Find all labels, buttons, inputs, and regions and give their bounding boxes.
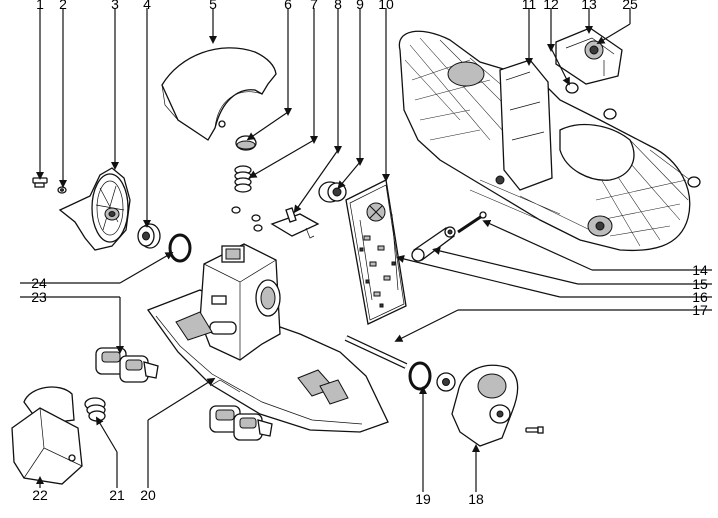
- part-small-screw-8: [231, 206, 261, 222]
- part-rod-17: [344, 335, 408, 369]
- label-part-25: 25: [622, 0, 638, 12]
- leader-lines: [20, 8, 712, 492]
- label-part-21: 21: [109, 487, 125, 503]
- part-wheel-cap-3: [58, 167, 131, 251]
- label-part-17: 17: [692, 302, 708, 318]
- part-button-pair-lower: [209, 405, 273, 441]
- label-part-22: 22: [32, 487, 48, 503]
- part-bushing-near-18: [436, 372, 456, 392]
- part-bushing-4: [137, 223, 161, 249]
- part-front-housing-20: [146, 224, 389, 433]
- part-wheel-cap-18: [451, 364, 544, 447]
- part-pin-14: [457, 211, 487, 234]
- label-part-19: 19: [415, 491, 431, 507]
- label-part-9: 9: [356, 0, 364, 12]
- label-part-7: 7: [310, 0, 318, 12]
- part-snap-ring-19: [408, 361, 432, 391]
- label-part-24: 24: [31, 275, 47, 291]
- part-bracket-9: [270, 207, 320, 239]
- label-part-3: 3: [111, 0, 119, 12]
- label-part-11: 11: [521, 0, 537, 12]
- label-part-2: 2: [59, 0, 67, 12]
- label-part-15: 15: [692, 276, 708, 292]
- part-spring-21: [84, 397, 106, 422]
- label-part-14: 14: [692, 262, 708, 278]
- part-circuit-board-16: [345, 179, 407, 325]
- part-screw-1: [32, 177, 48, 188]
- part-snap-ring-24: [168, 233, 192, 263]
- part-spring-7: [234, 165, 252, 193]
- label-part-16: 16: [692, 289, 708, 305]
- label-part-13: 13: [581, 0, 597, 12]
- part-gear-25: [584, 40, 604, 60]
- label-part-18: 18: [468, 491, 484, 507]
- part-cover-5: [161, 47, 277, 141]
- part-actuator-15: [411, 226, 456, 262]
- label-part-4: 4: [143, 0, 151, 12]
- label-part-5: 5: [209, 0, 217, 12]
- part-button-6: [235, 135, 257, 151]
- part-handle-housing-11: [398, 30, 691, 252]
- part-latch-22: [11, 386, 83, 485]
- label-part-1: 1: [36, 0, 44, 12]
- label-part-23: 23: [31, 289, 47, 305]
- part-grommet-10: [318, 181, 347, 203]
- label-part-20: 20: [140, 487, 156, 503]
- label-part-10: 10: [378, 0, 394, 12]
- part-button-pair-23: [95, 347, 159, 383]
- part-washer-2: [57, 186, 67, 194]
- label-part-8: 8: [334, 0, 342, 12]
- label-part-12: 12: [543, 0, 559, 12]
- label-part-6: 6: [284, 0, 292, 12]
